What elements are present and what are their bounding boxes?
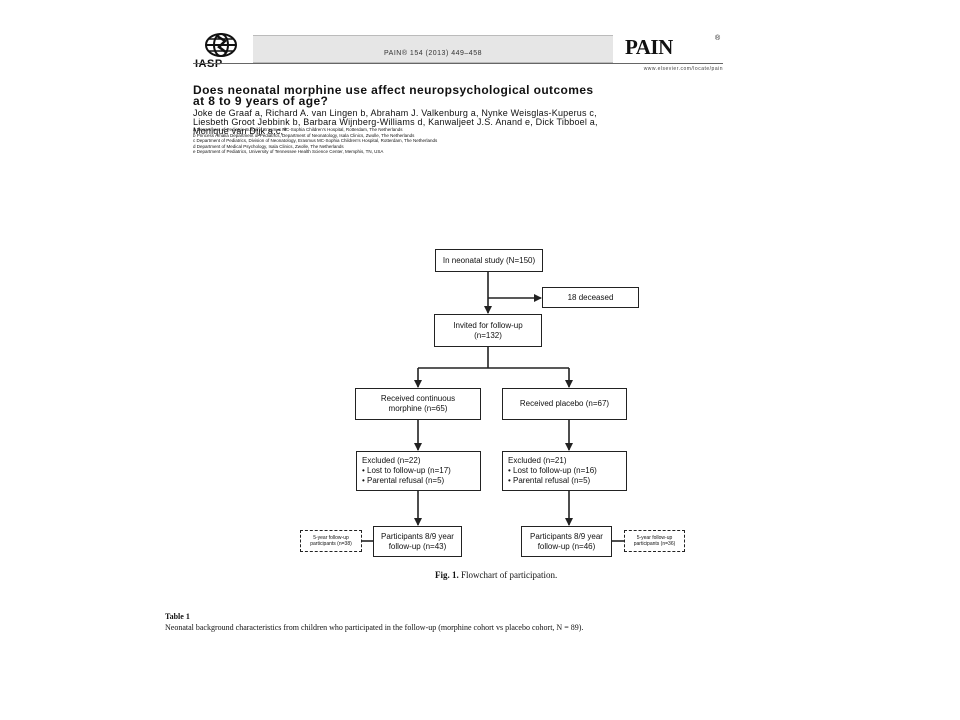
author-line: Monique van Dijk a,c,* <box>193 126 287 136</box>
citation-band: PAIN® 154 (2013) 449–458 <box>253 35 613 63</box>
box-label: follow-up (n=43) <box>388 541 447 551</box>
box-morphine: Received continuous morphine (n=65) <box>355 388 481 420</box>
box-label: follow-up (n=46) <box>537 541 596 551</box>
globe-icon <box>205 33 237 57</box>
figure-caption: Fig. 1. Flowchart of participation. <box>435 570 557 580</box>
box-label: 5-year follow-up <box>313 535 349 541</box>
box-fiveyear-placebo: 5-year follow-up participants (n=36) <box>624 530 685 552</box>
author-list: Joke de Graaf a, Richard A. van Lingen b… <box>193 109 713 136</box>
author-line: Liesbeth Groot Jebbink b, Barbara Wijnbe… <box>193 117 598 127</box>
registered-mark: ® <box>715 35 721 42</box>
box-label: • Parental refusal (n=5) <box>362 476 445 485</box>
box-label: • Lost to follow-up (n=16) <box>508 466 597 475</box>
journal-header: IASP PAIN® 154 (2013) 449–458 PAIN ® www… <box>193 33 723 73</box>
box-excluded-morphine: Excluded (n=22) • Lost to follow-up (n=1… <box>356 451 481 491</box>
box-label: 5-year follow-up <box>636 535 673 541</box>
journal-logo: PAIN <box>625 35 673 59</box>
table-caption: Neonatal background characteristics from… <box>165 623 584 632</box>
box-label: participants (n=38) <box>310 541 352 547</box>
box-invited: Invited for follow-up (n=132) <box>434 314 542 347</box>
box-deceased: 18 deceased <box>542 287 639 308</box>
box-label: 18 deceased <box>567 292 614 302</box>
title-line: Does neonatal morphine use affect neurop… <box>193 83 594 97</box>
box-fiveyear-morphine: 5-year follow-up participants (n=38) <box>300 530 362 552</box>
affiliation: d Department of Medical Psychology, Isal… <box>193 143 344 149</box>
affiliation-list: a Department of Pediatric Surgery, Erasm… <box>193 127 713 155</box>
box-label: Invited for follow-up <box>453 320 523 330</box>
box-label: (n=132) <box>474 330 502 340</box>
header-rule <box>193 63 723 64</box>
title-line: at 8 to 9 years of age? <box>193 94 329 108</box>
box-label: • Lost to follow-up (n=17) <box>362 466 451 475</box>
box-label: Excluded (n=21) <box>508 456 567 465</box>
author-line: Joke de Graaf a, Richard A. van Lingen b… <box>193 108 597 118</box>
iasp-label: IASP <box>195 58 223 70</box>
box-label: Participants 8/9 year <box>530 531 603 541</box>
box-participants-morphine: Participants 8/9 year follow-up (n=43) <box>373 526 462 557</box>
box-label: • Parental refusal (n=5) <box>508 476 591 485</box>
affiliation: e Department of Pediatrics, University o… <box>193 149 384 154</box>
box-excluded-placebo: Excluded (n=21) • Lost to follow-up (n=1… <box>502 451 627 491</box>
box-participants-placebo: Participants 8/9 year follow-up (n=46) <box>521 526 612 557</box>
box-label: Participants 8/9 year <box>381 531 454 541</box>
box-label: In neonatal study (N=150) <box>442 255 536 265</box>
box-neonatal-study: In neonatal study (N=150) <box>435 249 543 272</box>
figure-caption-text: Flowchart of participation. <box>458 570 558 580</box>
box-placebo: Received placebo (n=67) <box>502 388 627 420</box>
table-label: Table 1 <box>165 612 190 621</box>
article-title: Does neonatal morphine use affect neurop… <box>193 83 713 108</box>
box-label: Received continuous <box>380 394 456 403</box>
affiliation: c Department of Pediatrics, Division of … <box>193 138 438 143</box>
box-label: morphine (n=65) <box>388 404 448 413</box>
box-label: participants (n=36) <box>633 541 676 547</box>
affiliation: a Department of Pediatric Surgery, Erasm… <box>193 127 403 132</box>
journal-url: www.elsevier.com/locate/pain <box>643 66 723 72</box>
journal-citation: PAIN® 154 (2013) 449–458 <box>384 50 482 57</box>
box-label: Received placebo (n=67) <box>519 399 610 408</box>
iasp-logo: IASP <box>193 33 251 73</box>
box-label: Excluded (n=22) <box>362 456 421 465</box>
figure-label: Fig. 1. <box>435 570 459 580</box>
affiliation: b Princess Amalia Department of Pediatri… <box>193 132 415 138</box>
